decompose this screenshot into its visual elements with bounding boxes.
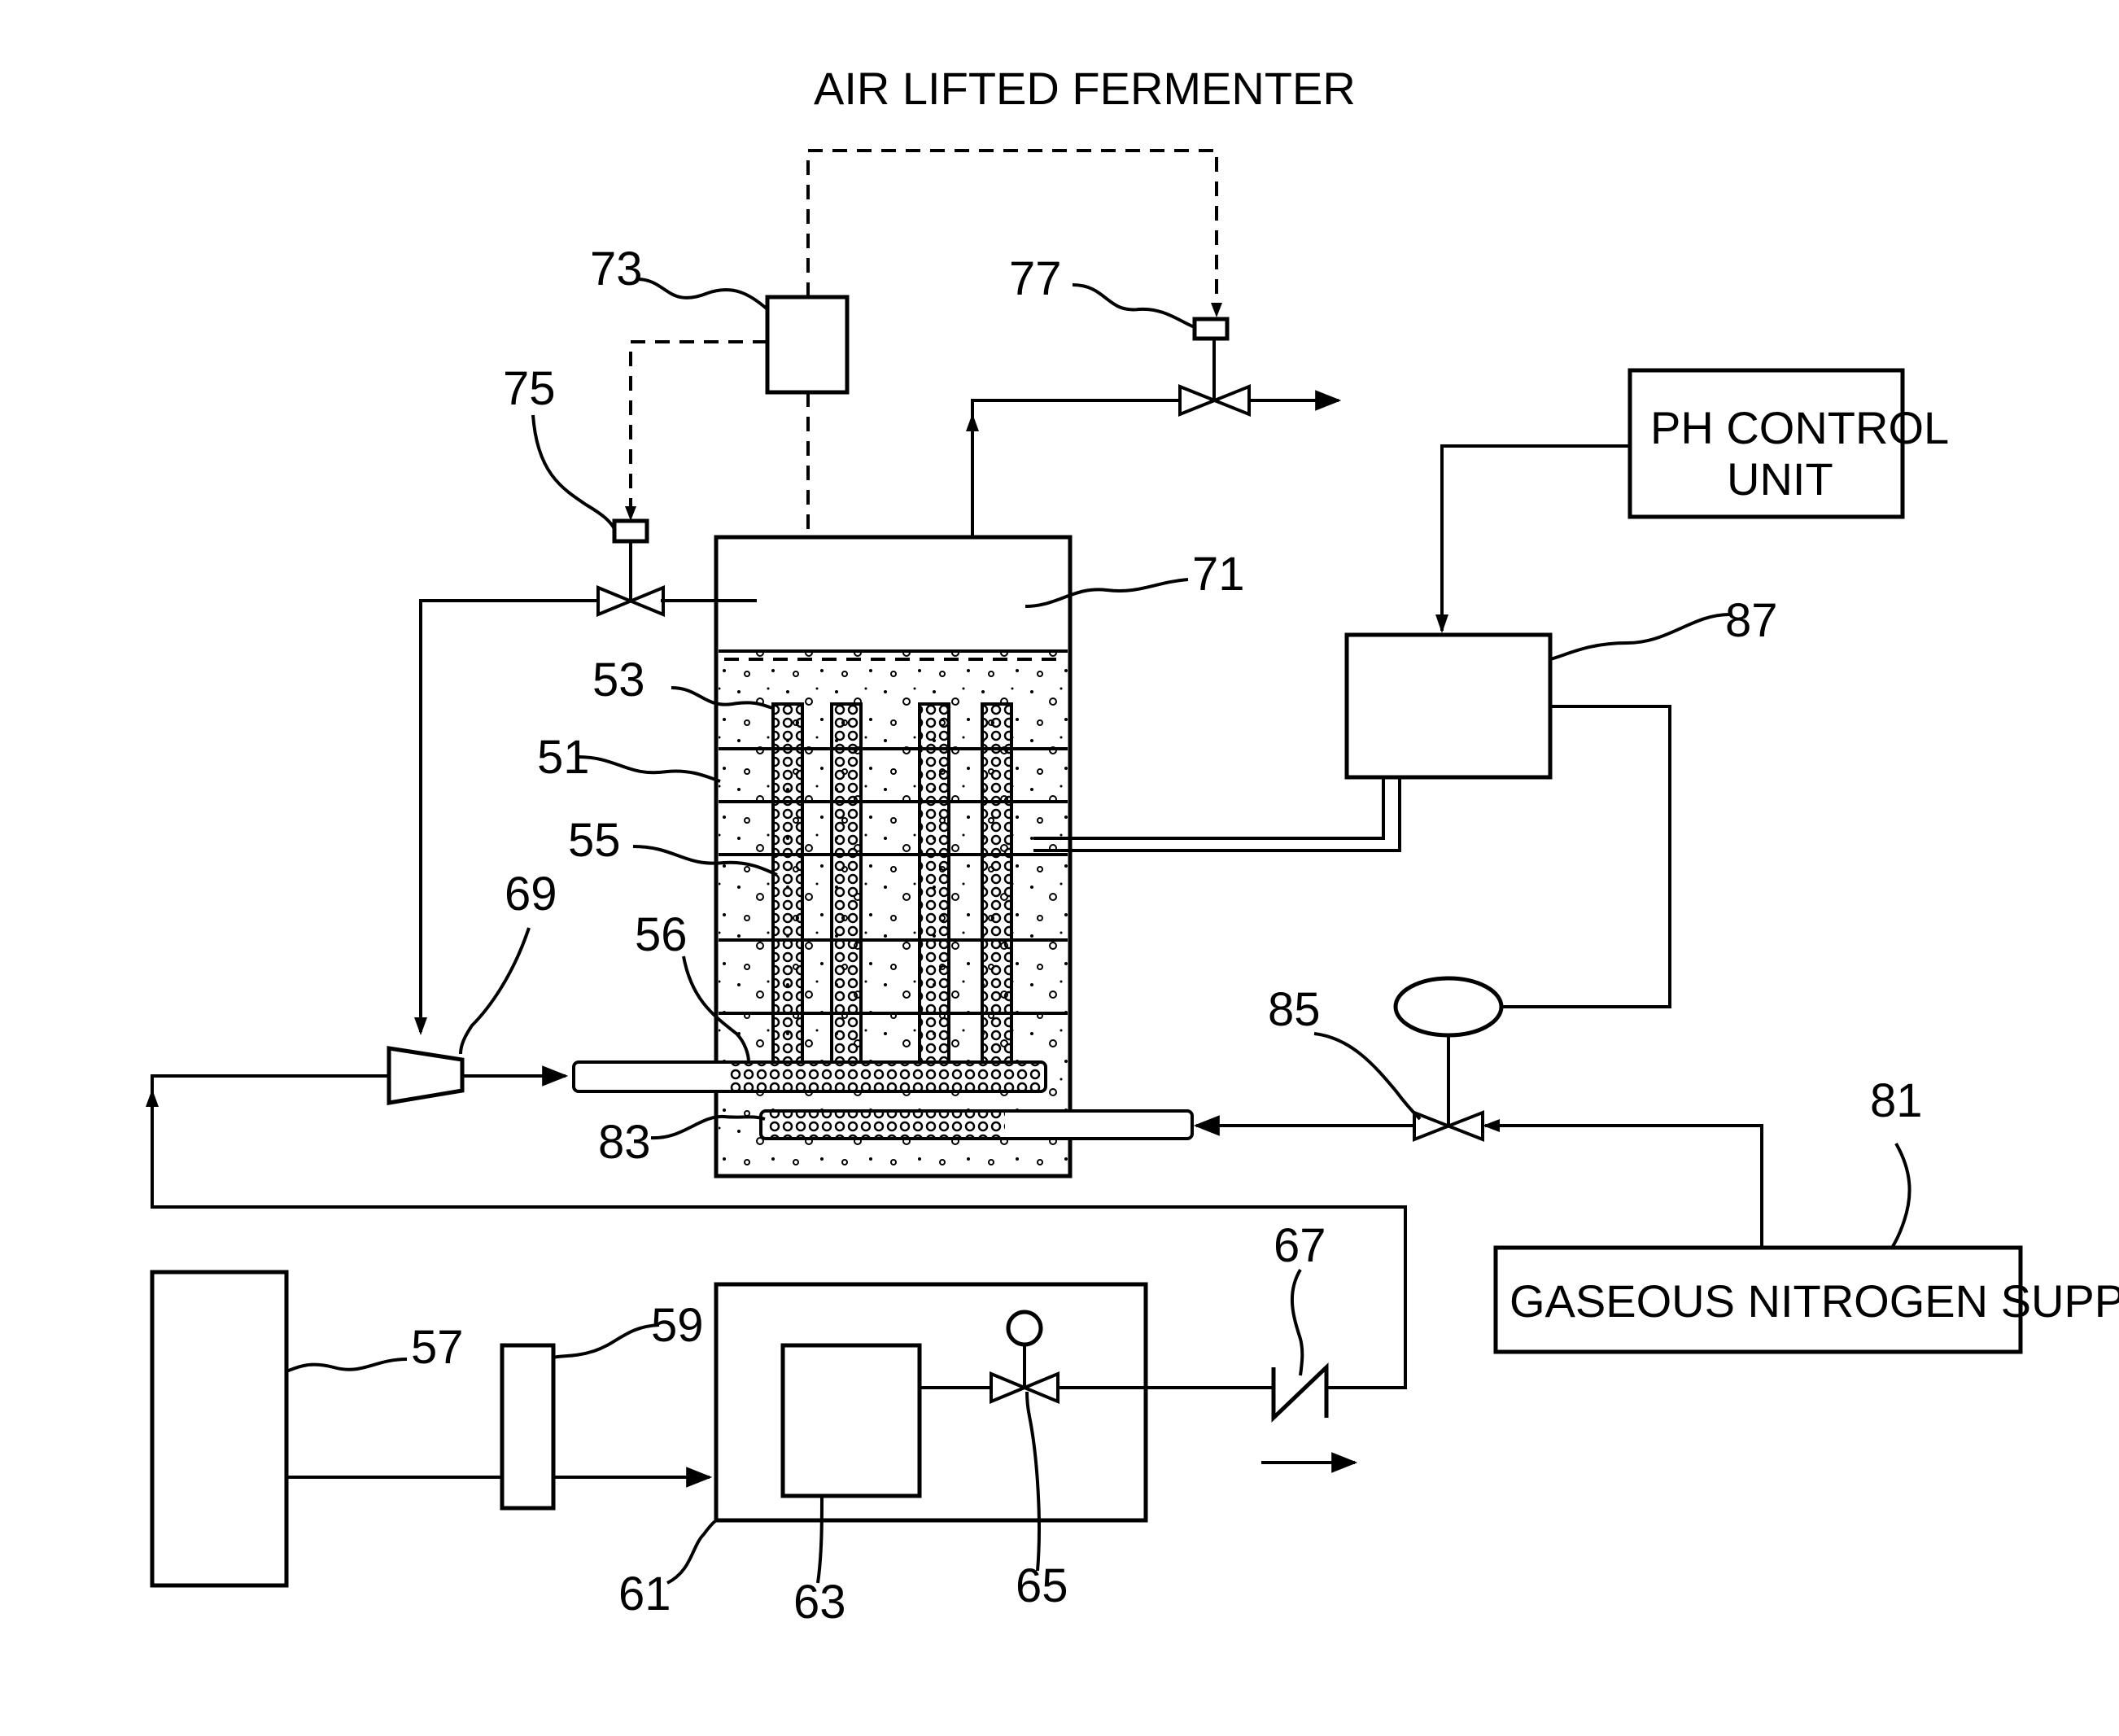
label-55: 55	[568, 814, 621, 867]
compressor-69	[389, 1048, 462, 1103]
filter-59	[502, 1345, 553, 1508]
leader-59	[553, 1325, 659, 1358]
tube-4	[982, 704, 1011, 1062]
controller-87	[1347, 635, 1550, 777]
leader-67	[1292, 1270, 1302, 1375]
leader-73	[637, 279, 767, 309]
label-59: 59	[651, 1299, 704, 1352]
label-57: 57	[411, 1321, 464, 1374]
ph-probe-line-a	[1033, 777, 1383, 838]
control-line-arrow-75	[625, 506, 636, 521]
leader-87	[1550, 614, 1729, 659]
leader-61	[667, 1520, 716, 1583]
control-line-73-75	[631, 342, 767, 513]
sparger-83-beads	[769, 1113, 1005, 1137]
control-line-arrow-77	[1211, 303, 1222, 317]
leader-77	[1073, 285, 1195, 327]
leader-75	[533, 415, 614, 529]
feed-return-arrow-up	[146, 1089, 159, 1107]
label-61: 61	[618, 1568, 671, 1620]
label-63: 63	[793, 1576, 846, 1629]
valve-77-actuator	[1195, 319, 1227, 339]
nitrogen-to-85	[1485, 1126, 1762, 1248]
leader-69	[461, 928, 529, 1054]
fermenter-liquid	[719, 651, 1068, 1174]
recycle-arrow-down	[414, 1017, 427, 1035]
label-85: 85	[1268, 983, 1321, 1036]
unit-61	[716, 1284, 1146, 1520]
leader-85	[1314, 1034, 1420, 1119]
label-65: 65	[1016, 1559, 1068, 1612]
gas-outlet-arrow-up	[966, 413, 979, 431]
label-53: 53	[592, 654, 645, 706]
ph-control-label-1: PH CONTROL	[1650, 402, 1949, 453]
label-67: 67	[1274, 1219, 1326, 1272]
gas-outlet-pipe	[972, 400, 1180, 537]
tube-1	[773, 704, 802, 1062]
nitrogen-to-85-arrow	[1483, 1119, 1500, 1132]
label-69: 69	[505, 868, 557, 920]
label-75: 75	[503, 362, 556, 415]
label-81: 81	[1870, 1074, 1923, 1127]
valve-75-actuator	[614, 521, 647, 541]
leader-57	[286, 1359, 407, 1371]
ph-control-label-2: UNIT	[1727, 453, 1833, 505]
valve-65-actuator	[1008, 1312, 1041, 1345]
tank-57	[152, 1272, 286, 1585]
label-77: 77	[1009, 252, 1062, 305]
leader-81	[1892, 1143, 1910, 1248]
tube-2	[832, 704, 861, 1062]
device-63	[783, 1345, 920, 1496]
tube-3	[920, 704, 949, 1062]
label-71: 71	[1192, 548, 1245, 601]
label-51: 51	[537, 731, 590, 784]
nitrogen-supply-label: GASEOUS NITROGEN SUPPLY	[1510, 1275, 2119, 1327]
ph-to-87-line	[1442, 446, 1630, 631]
label-56: 56	[635, 908, 688, 961]
label-83: 83	[598, 1116, 651, 1169]
header-pipe-56-beads	[728, 1064, 1042, 1090]
label-73: 73	[590, 243, 643, 295]
controller-73	[767, 297, 847, 392]
leader-51	[578, 757, 720, 781]
valve-85-actuator	[1396, 978, 1501, 1035]
ph-to-87-arrow	[1435, 614, 1448, 633]
diagram-title: AIR LIFTED FERMENTER	[814, 63, 1356, 114]
label-87: 87	[1725, 594, 1778, 647]
